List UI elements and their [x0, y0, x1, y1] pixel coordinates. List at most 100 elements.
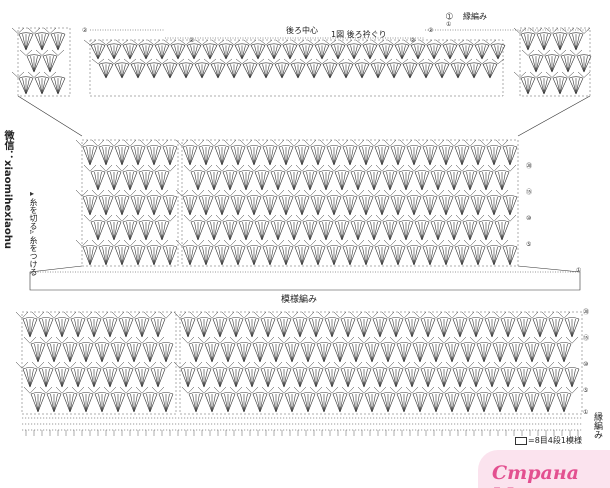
shell-stitch [410, 43, 426, 60]
chain-arc [203, 58, 217, 65]
chain-arc [219, 58, 233, 65]
shell-stitch [564, 367, 580, 388]
shell-stitch [390, 145, 406, 166]
shell-stitch [82, 245, 98, 266]
shell-stitch [306, 62, 322, 79]
chain-arc [429, 311, 443, 319]
shell-stitch [294, 245, 310, 266]
shell-stitch [316, 342, 332, 363]
shell-stitch [190, 170, 206, 191]
chain-arc [503, 164, 517, 172]
shell-stitch [212, 367, 228, 388]
shell-stitch [302, 170, 318, 191]
chain-arc [123, 189, 137, 197]
chain-arc [179, 39, 193, 46]
chain-arc [549, 386, 563, 394]
edging-top-label: 縁編み [463, 12, 487, 21]
repeat-legend-label: =8目4段1模様 [528, 436, 582, 445]
shell-stitch [502, 245, 518, 266]
shell-stitch [126, 342, 142, 363]
panel-outline [179, 311, 583, 415]
shell-stitch [528, 54, 544, 73]
shell-stitch [286, 220, 302, 241]
shell-stitch [540, 392, 556, 413]
chain-arc [431, 139, 445, 147]
shell-stitch [372, 367, 388, 388]
shell-stitch [98, 145, 114, 166]
chain-arc [341, 386, 355, 394]
shell-stitch [18, 76, 34, 95]
chain-arc [83, 164, 97, 172]
figure-title: 1図 後ろ衿ぐり [331, 30, 387, 39]
shell-stitch [244, 367, 260, 388]
shell-stitch [468, 367, 484, 388]
chain-arc [95, 361, 109, 369]
shell-stitch [138, 170, 154, 191]
shell-stitch [242, 62, 258, 79]
shell-stitch [180, 317, 196, 338]
chain-arc [231, 164, 245, 172]
chain-arc [31, 361, 45, 369]
chain-arc [319, 139, 333, 147]
shell-stitch [396, 342, 412, 363]
chain-arc [357, 386, 371, 394]
shell-stitch [364, 342, 380, 363]
chain-arc [263, 164, 277, 172]
chain-arc [207, 239, 221, 247]
chain-arc [155, 139, 169, 147]
chain-arc [247, 164, 261, 172]
chain-arc [397, 361, 411, 369]
chain-arc [255, 139, 269, 147]
shell-stitch [34, 32, 50, 51]
shell-stitch [418, 62, 434, 79]
chain-arc [463, 239, 477, 247]
shell-stitch [414, 170, 430, 191]
chain-arc [147, 164, 161, 172]
chain-arc [155, 189, 169, 197]
chain-arc [131, 39, 145, 46]
shell-stitch [446, 220, 462, 241]
shell-stitch [516, 317, 532, 338]
chain-arc [395, 58, 409, 65]
shell-stitch [308, 367, 324, 388]
shell-stitch [196, 367, 212, 388]
chain-arc [269, 311, 283, 319]
shell-stitch [138, 43, 154, 60]
chain-arc [367, 239, 381, 247]
shell-stitch [210, 62, 226, 79]
chain-arc [221, 361, 235, 369]
chain-arc [383, 239, 397, 247]
chain-arc [537, 49, 551, 56]
shell-stitch [556, 342, 572, 363]
shell-stitch [382, 220, 398, 241]
chain-arc [431, 189, 445, 197]
shell-stitch [238, 170, 254, 191]
chain-arc [245, 386, 259, 394]
chain-arc [307, 39, 321, 46]
chain-arc [155, 58, 169, 65]
chain-arc [255, 239, 269, 247]
chain-arc [15, 361, 29, 369]
chain-arc [491, 58, 505, 65]
chain-arc [503, 214, 517, 222]
chain-arc [123, 58, 137, 65]
chain-arc [467, 39, 481, 46]
chain-arc [151, 336, 165, 344]
shell-stitch [380, 392, 396, 413]
shell-stitch [54, 367, 70, 388]
shell-stitch [230, 145, 246, 166]
shell-stitch [98, 62, 114, 79]
watermark-background [478, 450, 610, 488]
chain-arc [415, 189, 429, 197]
chain-arc [391, 214, 405, 222]
chain-arc [293, 386, 307, 394]
chain-arc [545, 27, 559, 34]
shell-stitch [430, 220, 446, 241]
shell-stitch [230, 195, 246, 216]
chain-arc [43, 71, 57, 78]
shell-stitch [292, 317, 308, 338]
shell-stitch [118, 367, 134, 388]
shell-stitch [228, 317, 244, 338]
shell-stitch [42, 54, 58, 73]
